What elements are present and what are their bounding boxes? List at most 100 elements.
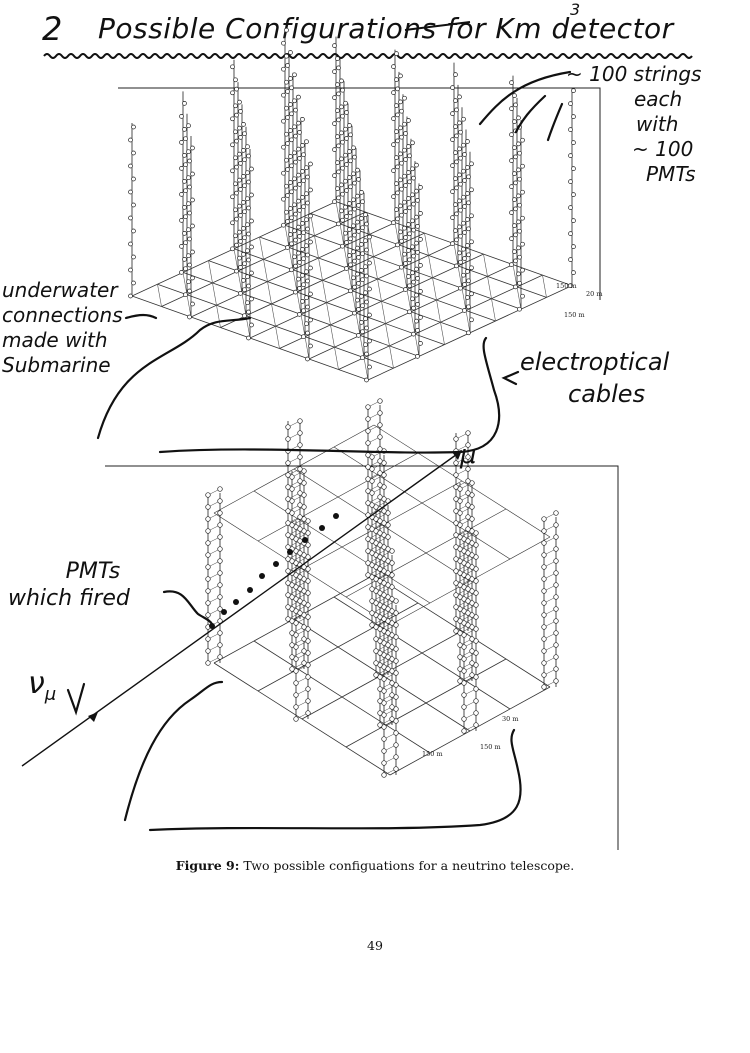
pmt-module [205,588,211,594]
pmt-module [292,72,297,78]
pmt-module [285,472,291,478]
pmt-module [230,168,235,174]
pmt-module [352,310,357,316]
pmt-module [284,209,289,215]
pmt-module [305,674,311,680]
pmt-module [128,137,133,143]
pmt-module [217,570,223,576]
pmts-line-2: which fired [8,586,130,611]
pmt-module [297,182,302,187]
grid-diagonal [389,345,394,369]
pmt-module [473,710,479,716]
pmt-module [297,260,302,265]
pmt-module [461,716,467,722]
pmt-module [304,217,309,223]
grid-diagonal [483,254,488,277]
pmt-module [281,196,286,202]
pmt-module [305,278,310,284]
pmt-module [292,150,297,156]
pmt-module [339,208,344,214]
pmt-module [284,79,289,85]
pmt-module [461,116,466,122]
pmt-module [469,213,474,219]
pmt-module [249,166,254,172]
pmt-module [461,728,467,734]
pmt-module [553,582,559,588]
pmt-module [541,588,547,594]
pmt-module [571,270,576,275]
pmt-module [461,220,466,226]
pmt-module [241,200,246,205]
pmt-module [520,267,525,273]
pmt-module [553,630,559,636]
strings-line-3: with [636,112,679,136]
pmt-module [541,612,547,618]
pmt-module [513,154,518,160]
pmt-module [289,630,295,636]
pmt-module [288,232,293,237]
pmt-module [462,256,467,261]
tower-grid-line [213,662,391,776]
pmt-module [568,231,573,236]
pmt-module [512,119,517,124]
grid-diagonal [233,248,239,272]
pmt-module [285,460,291,466]
arrow-underwater [124,313,158,320]
pmt-module [377,542,383,548]
pmt-module [237,203,242,209]
pmt-module [571,244,576,249]
pmt-module [469,265,474,271]
pmt-module [336,65,341,71]
pmt-module [418,237,423,242]
pmt-module [450,189,455,194]
pmt-module [300,247,305,252]
pmt-module [304,321,309,327]
pmt-module [411,227,416,233]
pmt-module [364,325,369,331]
pmt-module [347,201,352,206]
pmt-module [344,214,349,219]
pmt-module [297,208,302,213]
pmt-module [348,288,353,294]
grid-diagonal [182,272,188,295]
pmt-module [571,140,576,145]
pmt-module [509,262,514,267]
pmt-module [284,157,289,163]
pmt-module [183,136,188,142]
pmt-module [377,410,383,416]
pmt-module [241,174,246,179]
pmt-module [415,250,420,255]
pmt-module [131,280,136,286]
pmt-module [241,278,246,283]
pmt-module [234,268,239,274]
pmt-module [365,464,371,470]
pmt-module [360,251,365,257]
bottom-cable-right [148,728,522,832]
pmt-module [233,103,238,109]
pmt-module [462,282,467,287]
pmt-module [242,287,247,293]
tower-grid-line [333,446,511,560]
pmt-module [289,267,294,273]
pmt-module [356,281,361,286]
pmt-module [233,77,238,83]
pmt-module [406,170,411,175]
cables-annotation: electroptical cables [520,346,669,410]
pmt-module [363,264,368,270]
pmt-module [187,210,192,216]
pmt-module [473,698,479,704]
pmt-module [205,600,211,606]
pmt-module [457,250,462,256]
pmt-module [242,209,247,215]
pmt-module [568,205,573,210]
pmt-module [288,50,293,55]
pmt-module [190,275,195,281]
pmt-module [249,270,254,276]
pmt-module [289,666,295,672]
pmt-module [407,231,412,237]
pmt-module [285,115,290,120]
pmt-module [289,137,294,143]
pmt-module [304,269,309,275]
pmt-module [246,205,251,211]
tower-grid-line [253,490,431,604]
